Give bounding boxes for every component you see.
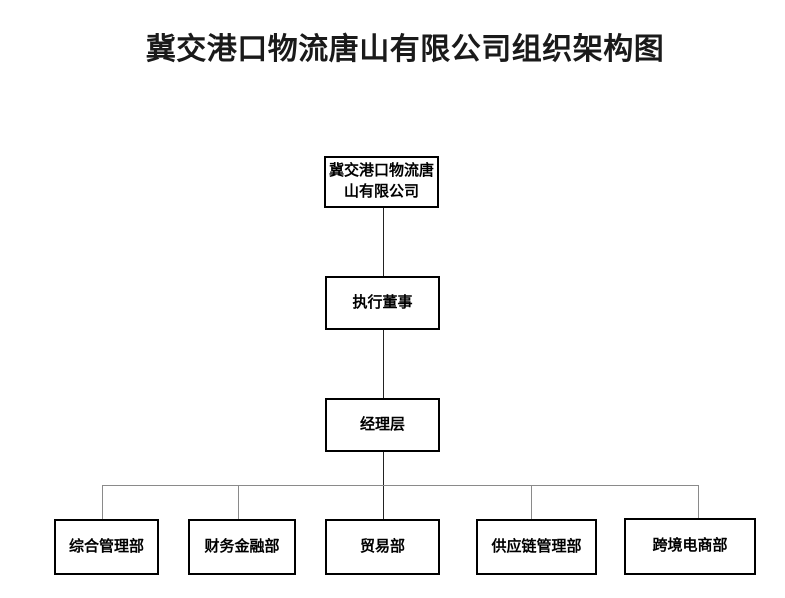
connector-company-to-executive [383,208,384,276]
connector-branch-horizontal [102,485,699,486]
org-node-executive-director: 执行董事 [325,276,440,330]
org-node-dept-finance: 财务金融部 [188,519,296,575]
org-node-dept-supply-chain: 供应链管理部 [476,519,597,575]
org-node-company-root: 冀交港口物流唐山有限公司 [324,156,439,208]
org-node-dept-trade: 贸易部 [325,519,440,575]
connector-stub-dept-cross-border [698,485,699,518]
org-node-dept-cross-border: 跨境电商部 [624,518,756,575]
org-node-management-layer: 经理层 [325,398,440,452]
connector-stub-dept-general-admin [102,485,103,519]
connector-stub-dept-supply-chain [531,485,532,519]
org-node-dept-general-admin: 综合管理部 [54,519,159,575]
page-title: 冀交港口物流唐山有限公司组织架构图 [145,33,665,66]
connector-executive-to-management [383,330,384,398]
connector-stub-dept-finance [238,485,239,519]
